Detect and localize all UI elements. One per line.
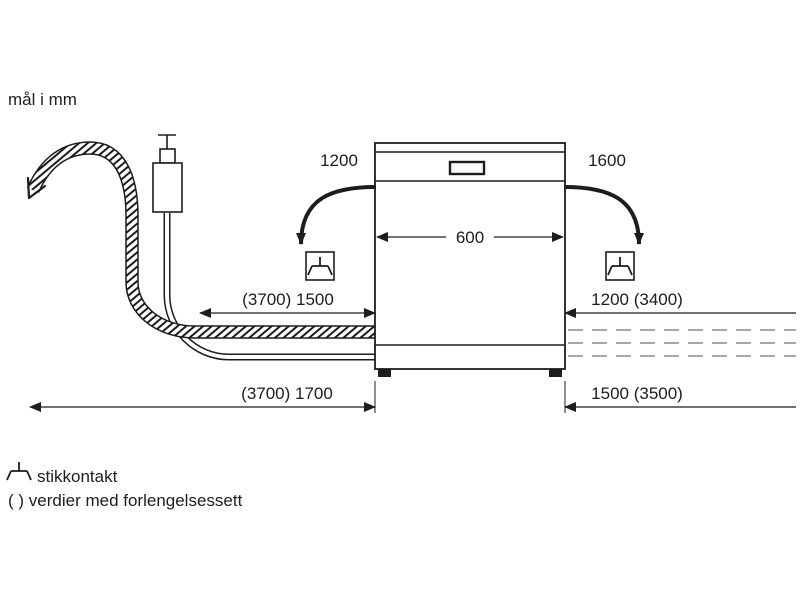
socket-icon-right <box>607 257 633 276</box>
drain-hose-end-arrow <box>26 176 47 200</box>
power-cord-left <box>296 185 377 245</box>
socket-left <box>305 251 335 281</box>
foot-left <box>378 369 391 377</box>
appliance-body <box>374 142 566 370</box>
dim-cord-right-label: 1600 <box>588 151 626 170</box>
valve-body <box>152 162 183 213</box>
drain-hose <box>26 141 377 339</box>
power-cord-right <box>563 185 644 245</box>
socket-icon-left <box>307 257 333 276</box>
display-window <box>448 160 486 176</box>
socket-box-left <box>305 251 335 281</box>
supply-hose-core <box>165 213 377 359</box>
dim-width-label: 600 <box>456 228 484 247</box>
dim-mid-left-label: (3700) 1500 <box>242 290 334 309</box>
tap-connector <box>159 148 176 164</box>
water-valve <box>152 134 183 213</box>
legend-extension-label: ( ) verdier med forlengelsessett <box>8 491 243 510</box>
dim-bottom-left-label: (3700) 1700 <box>241 384 333 403</box>
supply-hose <box>163 213 377 361</box>
dim-bottom-right-label: 1500 (3500) <box>591 384 683 403</box>
legend-socket-label: stikkontakt <box>37 467 118 486</box>
legend-socket-icon <box>6 462 32 481</box>
appliance <box>374 142 566 377</box>
foot-right <box>549 369 562 377</box>
drain-hose-ribbed-body <box>28 142 377 338</box>
extension-dashed-lines <box>568 329 796 357</box>
dim-cord-left-label: 1200 <box>320 151 358 170</box>
socket-right <box>605 251 635 281</box>
units-note: mål i mm <box>8 90 77 109</box>
power-cords <box>296 185 644 245</box>
legend: stikkontakt ( ) verdier med forlengelses… <box>6 462 243 510</box>
dim-mid-right-label: 1200 (3400) <box>591 290 683 309</box>
dimension-lines <box>29 308 796 413</box>
